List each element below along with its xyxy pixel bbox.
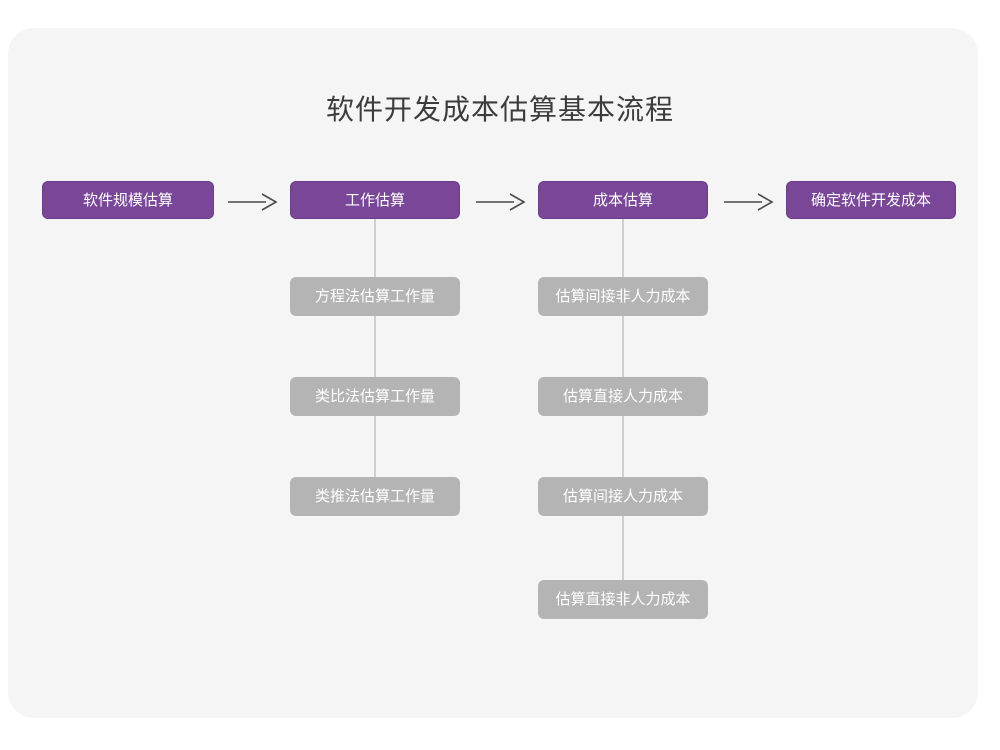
connector-line: [622, 516, 624, 580]
sub-box-stage-2-sub-3[interactable]: 类推法估算工作量: [290, 477, 460, 516]
sub-box-stage-3-sub-1[interactable]: 估算间接非人力成本: [538, 277, 708, 316]
connector-line: [374, 316, 376, 377]
stage-box-stage-1[interactable]: 软件规模估算: [42, 181, 214, 219]
flow-arrow-icon: [226, 189, 278, 215]
connector-line: [622, 316, 624, 377]
stage-box-stage-2[interactable]: 工作估算: [290, 181, 460, 219]
connector-line: [622, 219, 624, 277]
sub-box-stage-3-sub-2[interactable]: 估算直接人力成本: [538, 377, 708, 416]
stage-box-stage-3[interactable]: 成本估算: [538, 181, 708, 219]
sub-box-stage-2-sub-1[interactable]: 方程法估算工作量: [290, 277, 460, 316]
sub-box-stage-3-sub-4[interactable]: 估算直接非人力成本: [538, 580, 708, 619]
flow-arrow-icon: [722, 189, 774, 215]
connector-line: [374, 219, 376, 277]
flow-arrow-icon: [474, 189, 526, 215]
sub-box-stage-2-sub-2[interactable]: 类比法估算工作量: [290, 377, 460, 416]
sub-box-stage-3-sub-3[interactable]: 估算间接人力成本: [538, 477, 708, 516]
connector-line: [622, 416, 624, 477]
stage-box-stage-4[interactable]: 确定软件开发成本: [786, 181, 956, 219]
page-title: 软件开发成本估算基本流程: [325, 94, 674, 125]
connector-line: [374, 416, 376, 477]
diagram-card: [8, 28, 978, 718]
